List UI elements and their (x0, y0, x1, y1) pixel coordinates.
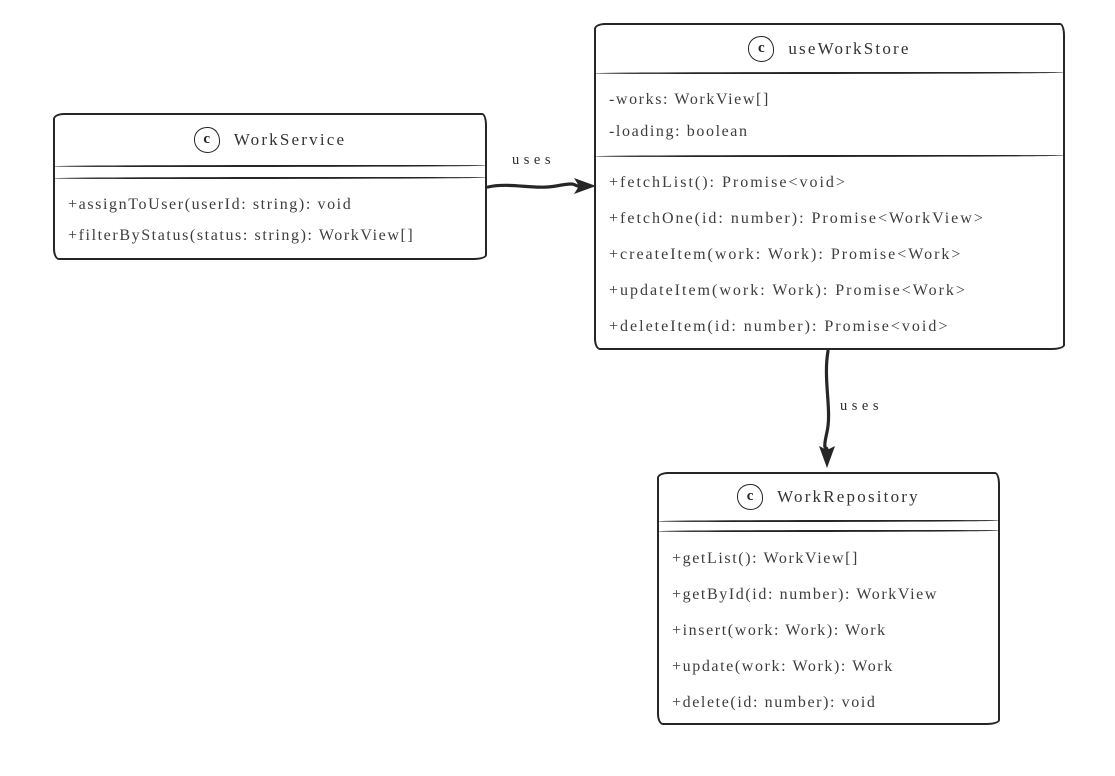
methods-section: +getList(): WorkView[] +getById(id: numb… (659, 532, 998, 721)
edge-label-uses: uses (840, 398, 883, 414)
method-row: +assignToUser(userId: string): void (68, 195, 353, 213)
section-divider (658, 520, 999, 522)
class-name: WorkRepository (777, 487, 920, 506)
method-row: +update(work: Work): Work (672, 658, 894, 675)
class-node-useworkstore: c useWorkStore -works: WorkView[] -loadi… (594, 23, 1065, 350)
class-name: WorkService (233, 130, 347, 149)
class-header: c useWorkStore (596, 25, 1063, 72)
edge-label-uses: uses (512, 152, 555, 168)
arrow-head (819, 446, 835, 468)
arrow-line (823, 349, 831, 452)
methods-section: +assignToUser(userId: string): void +fil… (55, 179, 485, 251)
methods-section: +fetchList(): Promise<void> +fetchOne(id… (596, 157, 1063, 345)
uses-arrow-workservice-to-useworkstore (486, 178, 596, 194)
method-row: +getList(): WorkView[] (672, 550, 859, 567)
attributes-section-empty (659, 522, 998, 530)
class-header: c WorkRepository (659, 474, 998, 520)
class-stereotype-circled-c-icon: c (193, 127, 220, 153)
method-row: +insert(work: Work): Work (672, 622, 887, 639)
attribute-row: -works: WorkView[] (609, 91, 770, 108)
method-row: +delete(id: number): void (672, 694, 877, 711)
method-row: +getById(id: number): WorkView (672, 586, 938, 603)
arrow-head (574, 178, 596, 194)
class-header: c WorkService (55, 115, 485, 165)
class-name: useWorkStore (788, 38, 911, 58)
section-divider (54, 165, 486, 167)
section-divider (595, 155, 1064, 157)
attributes-section: -works: WorkView[] -loading: boolean (596, 74, 1063, 155)
section-divider (54, 177, 486, 179)
attributes-section-empty (55, 167, 485, 177)
uses-arrow-useworkstore-to-workrepository (819, 349, 835, 468)
section-divider (658, 530, 999, 532)
method-row: +createItem(work: Work): Promise<Work> (609, 246, 963, 263)
method-row: +deleteItem(id: number): Promise<void> (609, 318, 950, 335)
method-row: +fetchOne(id: number): Promise<WorkView> (609, 210, 985, 227)
class-node-workrepository: c WorkRepository +getList(): WorkView[] … (657, 472, 1000, 725)
class-stereotype-circled-c-icon: c (737, 484, 764, 510)
class-node-workservice: c WorkService +assignToUser(userId: stri… (53, 113, 487, 260)
class-stereotype-circled-c-icon: c (748, 35, 775, 62)
arrow-line (486, 182, 580, 189)
method-row: +filterByStatus(status: string): WorkVie… (68, 226, 415, 244)
attribute-row: -loading: boolean (609, 123, 749, 140)
method-row: +fetchList(): Promise<void> (609, 174, 847, 191)
method-row: +updateItem(work: Work): Promise<Work> (609, 282, 967, 299)
section-divider (595, 72, 1064, 74)
